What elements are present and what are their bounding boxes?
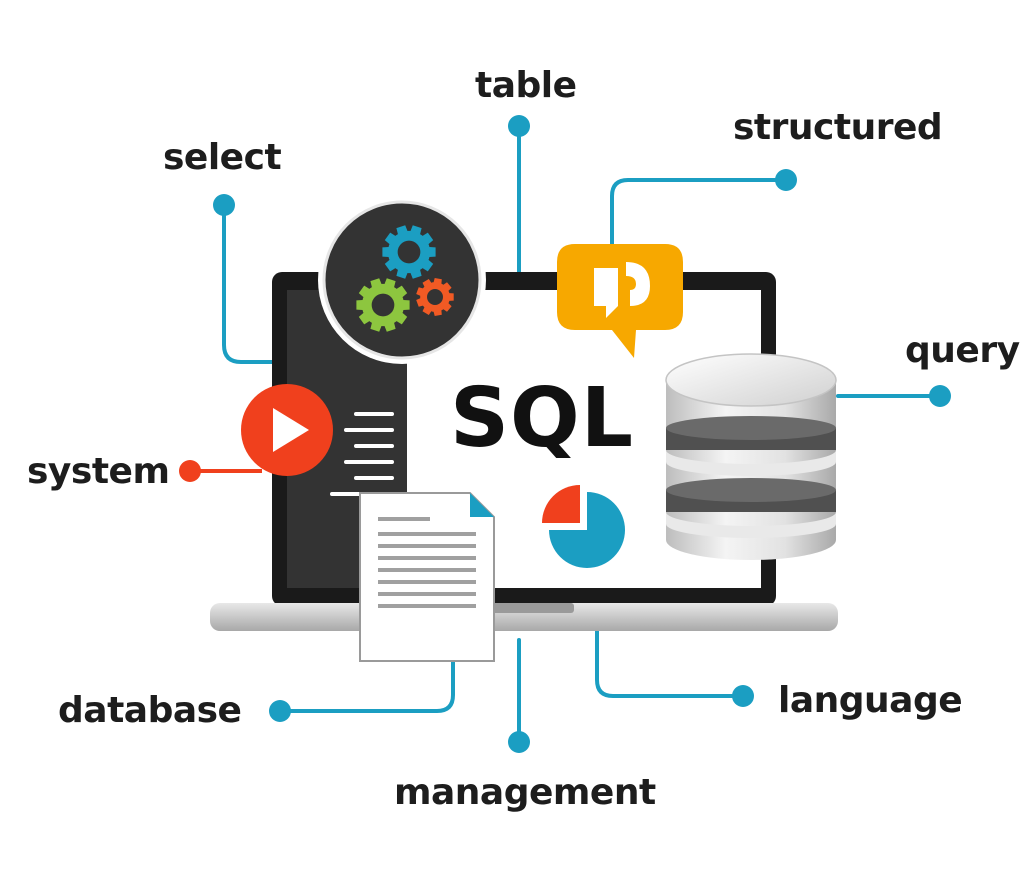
- database-icon: [665, 353, 837, 560]
- connector-database: [278, 660, 455, 713]
- endpoint-table: [508, 115, 530, 137]
- play-button-icon: [241, 384, 333, 476]
- label-database: database: [58, 690, 242, 731]
- label-query: query: [905, 330, 1020, 371]
- connector-lines: [222, 124, 942, 744]
- gear-orange: [416, 278, 454, 316]
- label-select: select: [163, 137, 282, 178]
- connector-select: [222, 203, 274, 364]
- label-table: table: [475, 65, 577, 106]
- pie-chart-icon: [542, 485, 625, 568]
- label-management: management: [394, 772, 656, 813]
- connector-endpoints: [213, 115, 951, 753]
- connector-system: [179, 460, 262, 482]
- endpoint-language: [732, 685, 754, 707]
- gear-green: [356, 278, 410, 332]
- connector-language: [595, 628, 745, 698]
- endpoint-system: [179, 460, 201, 482]
- label-system: system: [27, 451, 170, 492]
- endpoint-query: [929, 385, 951, 407]
- endpoint-database: [269, 700, 291, 722]
- gear-blue: [382, 225, 436, 279]
- sql-title: SQL: [450, 371, 635, 466]
- label-language: language: [778, 680, 963, 721]
- endpoint-select: [213, 194, 235, 216]
- label-structured: structured: [733, 107, 943, 148]
- gears-icon: [318, 196, 486, 364]
- chat-bubble-icon: [557, 244, 683, 358]
- endpoint-management: [508, 731, 530, 753]
- endpoint-structured: [775, 169, 797, 191]
- document-icon: [359, 492, 495, 662]
- connector-structured: [610, 178, 788, 246]
